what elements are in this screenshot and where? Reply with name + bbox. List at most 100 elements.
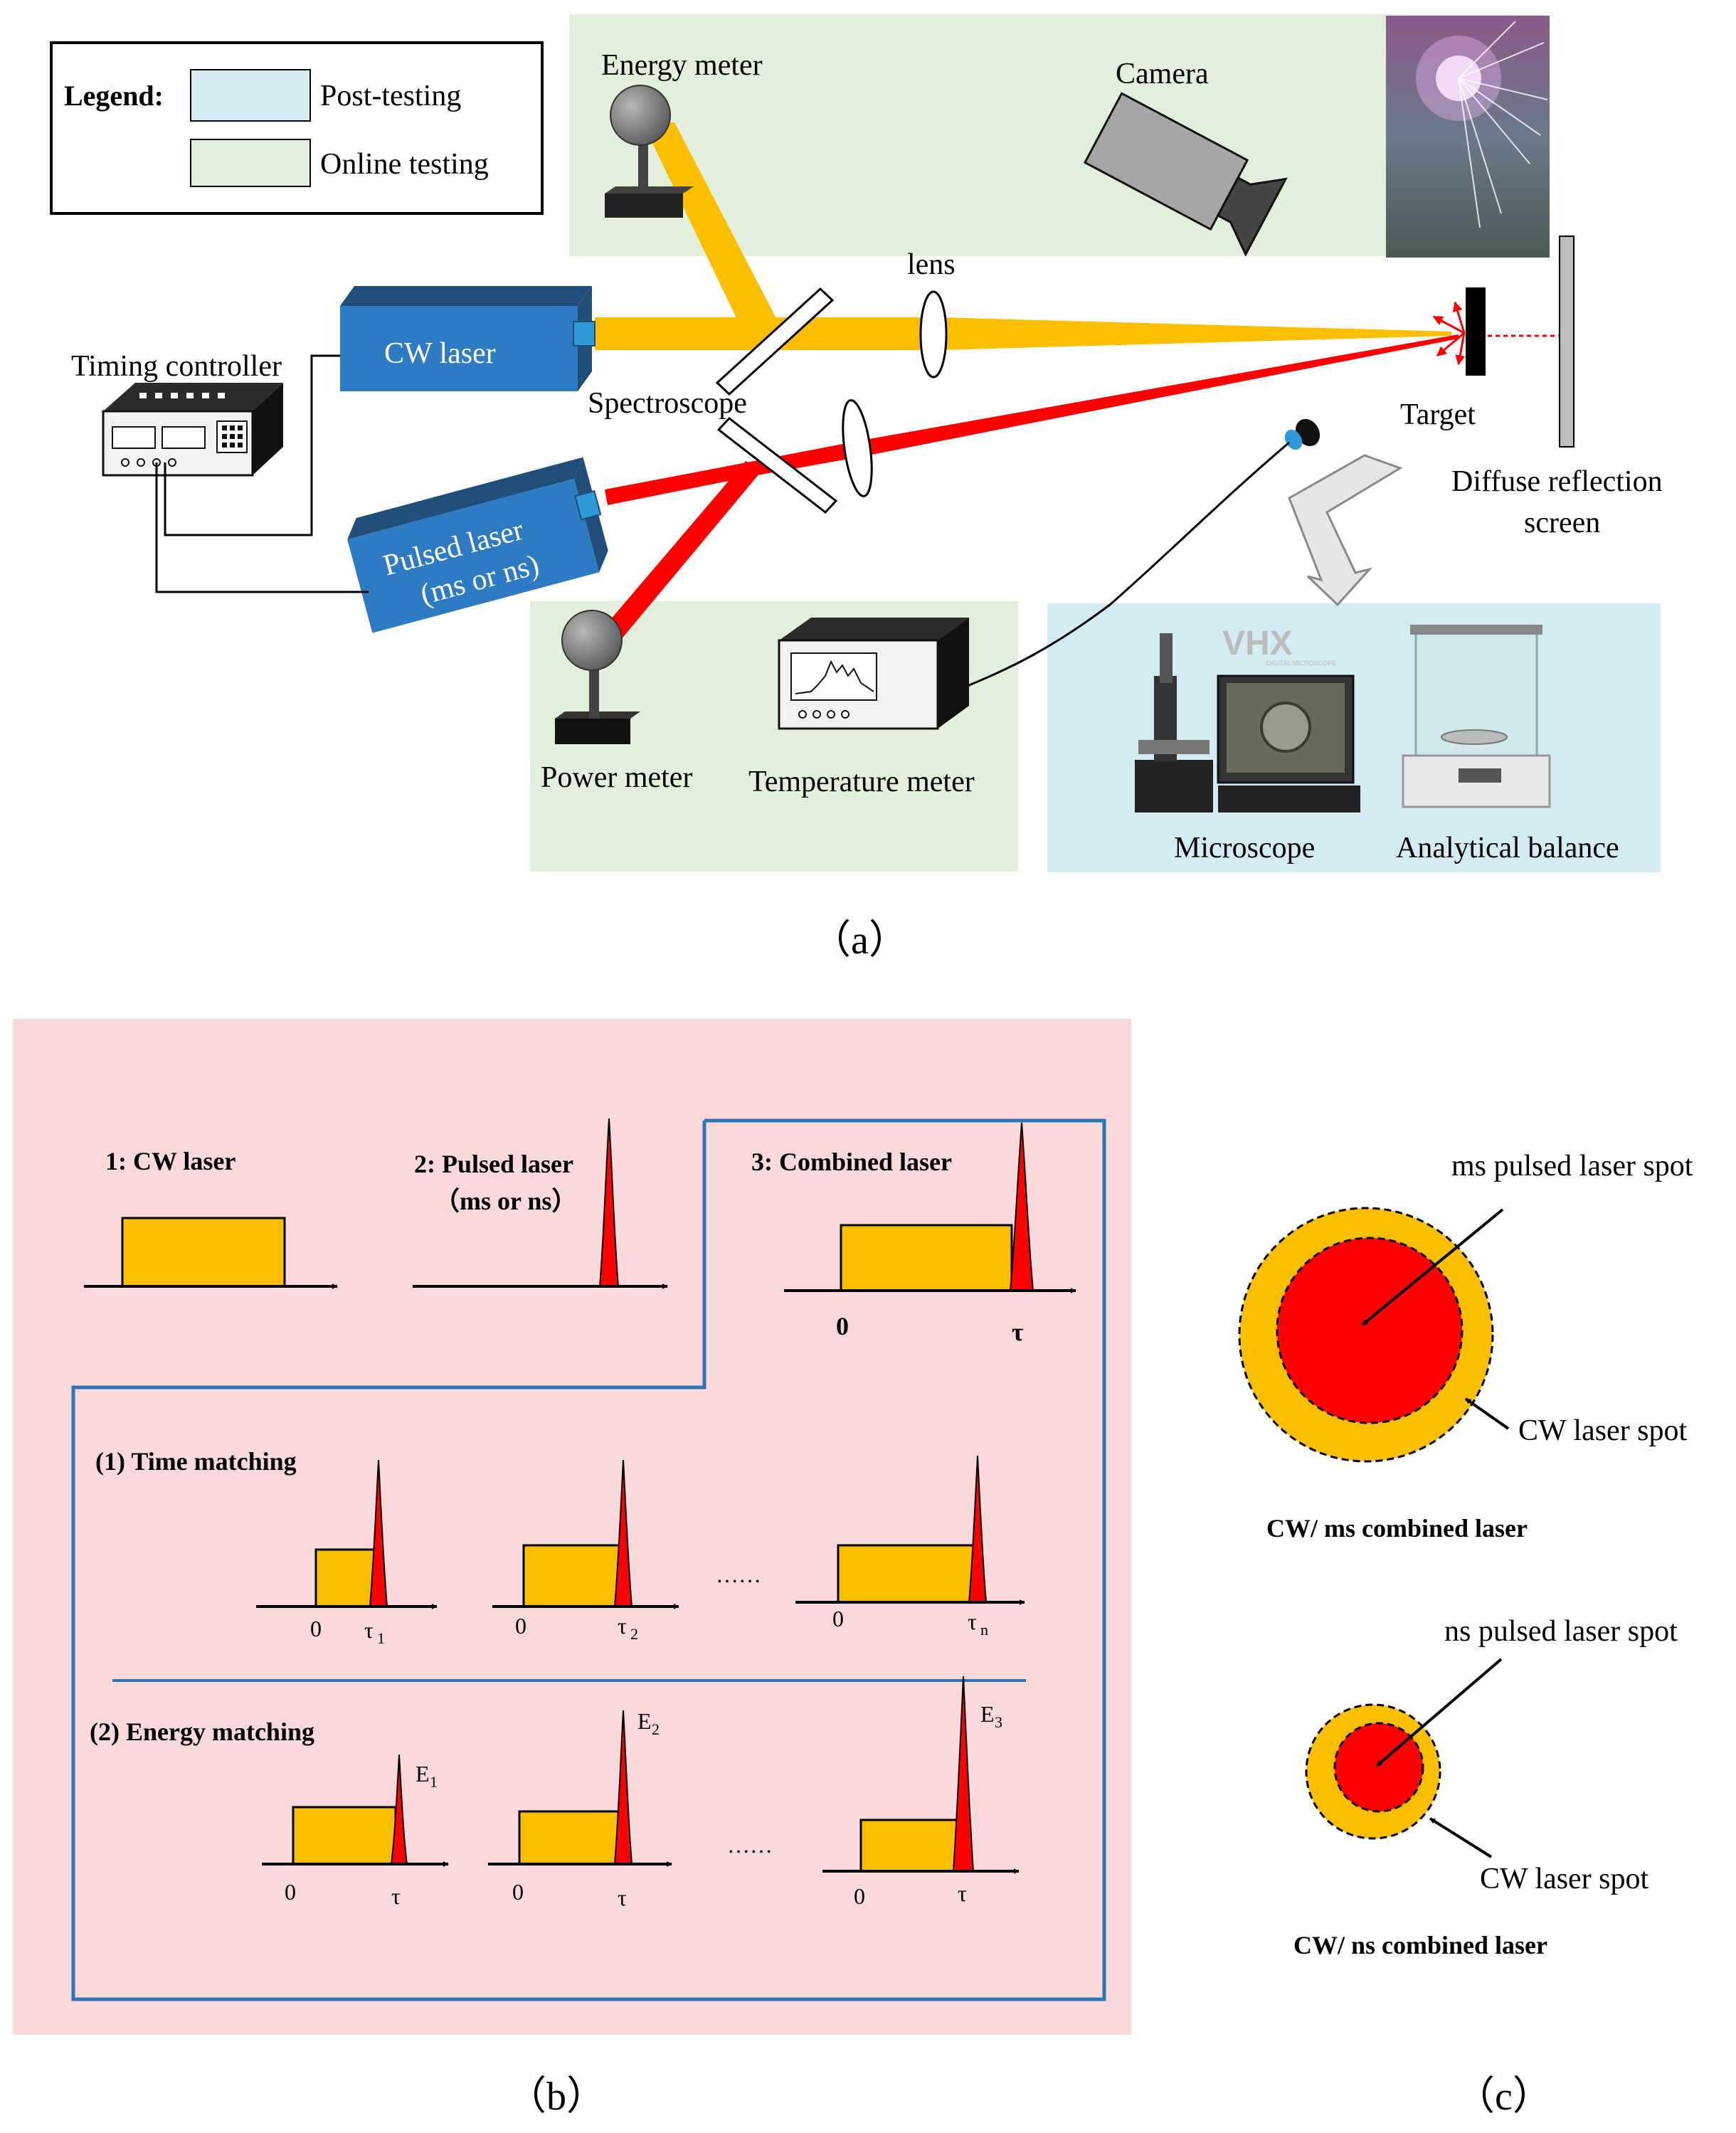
pulsed-beam (602, 334, 1459, 640)
ns-cw-spot-arrow (1429, 1817, 1493, 1858)
legend: Legend: Post-testing Online testing (50, 41, 544, 215)
em-spike-1 (390, 1754, 408, 1865)
legend-box (50, 41, 544, 215)
ms-pulsed-spot (1276, 1237, 1464, 1424)
power-meter-beam (602, 461, 763, 640)
cw-pulse-rect (121, 1217, 286, 1288)
pulsed-laser: Pulsed laser (ms or ns) (347, 457, 608, 633)
panel-c: ms pulsed laser spot CW laser spot CW/ m… (1238, 1150, 1693, 2119)
analytical-balance-label: Analytical balance (1396, 832, 1619, 864)
microscope-stand-base (1135, 760, 1213, 813)
em-e3: E (980, 1701, 995, 1727)
tm-tau-1-sub: 1 (377, 1629, 385, 1647)
em-tau-3: τ (958, 1880, 967, 1906)
tm-spike-2 (613, 1459, 633, 1607)
pulsed-laser-front (347, 478, 600, 633)
cw-laser-front (340, 306, 578, 391)
em-tau-1: τ (391, 1883, 401, 1909)
tm-spike-1 (369, 1459, 388, 1607)
ns-spot-label: ns pulsed laser spot (1444, 1615, 1678, 1648)
em-zero-1: 0 (285, 1879, 296, 1905)
tm-tau-2-sub: 2 (630, 1625, 638, 1643)
cw-laser-title: 1: CW laser (105, 1147, 235, 1175)
cw-laser-top (340, 286, 592, 306)
energy-meter-label: Energy meter (601, 49, 763, 82)
spark-photo (1386, 16, 1550, 258)
energy-matching-title: (2) Energy matching (90, 1717, 314, 1746)
caption-c: （c） (1455, 2075, 1552, 2119)
legend-swatch-post-testing (190, 69, 311, 122)
pulsed-laser-top (347, 457, 583, 540)
timing-controller-label: Timing controller (71, 350, 282, 383)
tm-zero-n: 0 (832, 1606, 844, 1631)
ms-cw-spot-arrow (1464, 1397, 1510, 1430)
em-rect-3 (859, 1819, 963, 1873)
spectroscope (715, 287, 838, 514)
timing-controller-side (253, 383, 283, 475)
combined-pulse-spike (1009, 1122, 1034, 1291)
microscope-brand: VHX (1222, 625, 1293, 662)
ns-combined-title: CW/ ns combined laser (1293, 1931, 1547, 1959)
target (1466, 287, 1486, 376)
legend-label-online-testing: Online testing (320, 148, 489, 181)
power-meter-label: Power meter (541, 761, 692, 794)
em-zero-3: 0 (854, 1883, 865, 1909)
em-rect-1 (292, 1806, 397, 1865)
combined-laser-title: 3: Combined laser (751, 1148, 952, 1176)
reflection-arrows (1432, 301, 1466, 366)
ns-spot-arrow (1375, 1658, 1503, 1767)
tm-zero-1: 0 (310, 1616, 322, 1641)
microscope-sample-view (1260, 702, 1311, 753)
cable-to-cw-laser (164, 354, 340, 536)
temperature-meter-side (938, 618, 969, 729)
timing-controller-top-buttons (139, 393, 225, 398)
timing-controller-display-1 (112, 426, 156, 449)
combined-tau-label: τ (1012, 1318, 1024, 1346)
caption-b: （b） (507, 2075, 606, 2119)
fiber-cable (960, 441, 1290, 690)
tm-tau-n-sub: n (980, 1621, 988, 1639)
em-spike-3 (952, 1676, 975, 1872)
temperature-meter-top (779, 618, 969, 640)
lens-label: lens (907, 248, 956, 281)
spark-rays (1458, 21, 1548, 228)
microscope-brand-sub: DIGITAL MICROSCOPE (1266, 660, 1336, 667)
power-meter-stand (589, 662, 599, 719)
em-ellipsis: …… (727, 1832, 773, 1858)
tm-rect-1 (314, 1548, 376, 1608)
tm-tau-n: τ (968, 1609, 977, 1634)
camera-label: Camera (1116, 58, 1209, 90)
em-e1: E (416, 1761, 430, 1787)
lens-lower (842, 399, 873, 497)
pulsed-spike (598, 1118, 620, 1287)
caption-a: （a） (811, 919, 909, 963)
cw-laser-label: CW laser (384, 337, 496, 370)
pulsed-laser-title-line1: 2: Pulsed laser (414, 1150, 573, 1178)
ms-cw-spot-label: CW laser spot (1518, 1414, 1688, 1447)
temperature-meter-label: Temperature meter (748, 766, 975, 798)
cable-to-pulsed-laser (155, 462, 369, 593)
spectroscope-plate-upper (715, 287, 835, 396)
em-e2-sub: 2 (652, 1720, 660, 1738)
camera-lens (1216, 176, 1288, 257)
em-zero-2: 0 (512, 1879, 524, 1905)
sample-transfer-arrow (1288, 454, 1403, 607)
tm-rect-n (837, 1544, 976, 1604)
temperature-meter-knobs (798, 710, 850, 719)
combined-zero-label: 0 (836, 1312, 849, 1340)
em-spike-2 (613, 1710, 633, 1865)
tm-rect-2 (522, 1544, 622, 1608)
tm-zero-2: 0 (515, 1613, 526, 1639)
cw-laser-aperture (573, 321, 596, 346)
tm-tau-2: τ (618, 1613, 627, 1639)
fiber-probe-tip (1284, 429, 1303, 450)
legend-title: Legend: (64, 80, 164, 112)
tm-spike-n (968, 1455, 988, 1603)
timing-controller-display-2 (162, 426, 206, 449)
spectroscope-plate-lower (716, 416, 838, 514)
legend-label-post-testing: Post-testing (320, 80, 461, 112)
temperature-meter (778, 618, 969, 730)
em-tau-2: τ (618, 1885, 627, 1910)
analytical-balance-image (1402, 625, 1551, 808)
em-e1-sub: 1 (430, 1773, 438, 1791)
